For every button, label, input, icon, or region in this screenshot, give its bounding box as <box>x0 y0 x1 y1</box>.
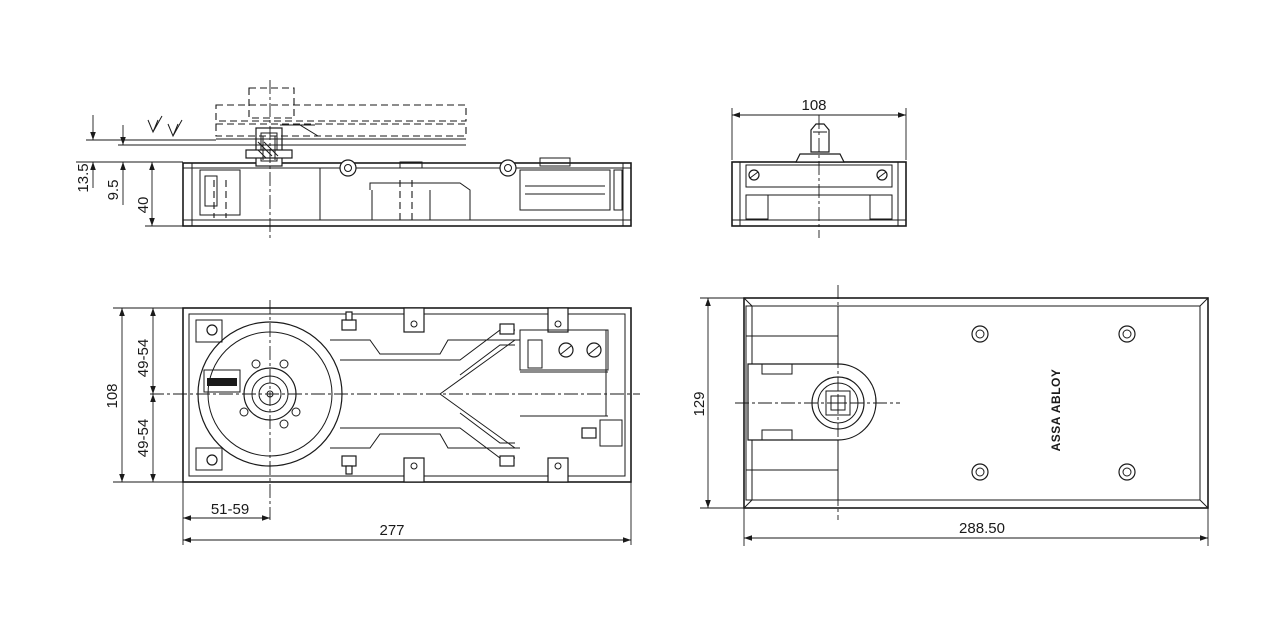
end-view: 108 <box>731 97 907 238</box>
dim-cover-129-label: 129 <box>691 391 708 416</box>
cover-screw-4 <box>1118 463 1136 481</box>
surface-mark-right <box>167 119 183 138</box>
dim-40-label: 40 <box>135 197 152 214</box>
dim-13-5-label: 13.5 <box>75 163 92 192</box>
side-view: 13.5 9.5 40 <box>75 80 632 240</box>
cover-screw-1 <box>971 325 989 343</box>
dim-plan-51-59-label: 51-59 <box>211 501 249 518</box>
dim-end-108-label: 108 <box>801 97 826 114</box>
side-screw-right <box>499 159 517 177</box>
plan-linkage-lower <box>330 433 520 449</box>
cover-screw-3 <box>971 463 989 481</box>
side-arm-dashed-top <box>248 87 295 119</box>
dim-plan-49-54-bottom-label: 49-54 <box>135 419 152 457</box>
plan-view: 108 49-54 49-54 51-59 277 <box>104 300 640 545</box>
side-housing-outline <box>182 162 632 227</box>
cover-view: ASSA ABLOY 129 288.50 <box>691 285 1209 546</box>
side-screw-left <box>339 159 357 177</box>
surface-mark-left <box>147 115 163 134</box>
dim-plan-49-54-top-label: 49-54 <box>135 339 152 377</box>
dim-9-5-label: 9.5 <box>105 180 122 201</box>
dim-plan-277-label: 277 <box>379 522 404 539</box>
dim-plan-108-label: 108 <box>104 383 121 408</box>
plan-label-plate <box>207 378 237 386</box>
cover-brand-logo: ASSA ABLOY <box>1049 369 1063 452</box>
cover-screw-2 <box>1118 325 1136 343</box>
dim-cover-288-50-label: 288.50 <box>959 520 1005 537</box>
plan-linkage-upper <box>330 339 520 355</box>
end-spindle <box>810 123 830 153</box>
